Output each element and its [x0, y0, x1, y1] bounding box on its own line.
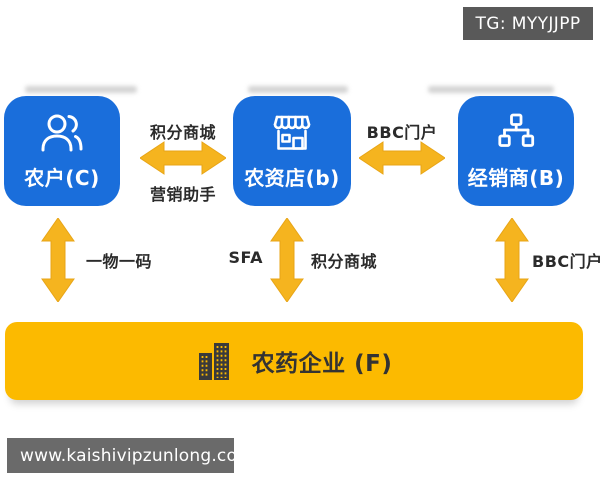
- shadow-smudge: [428, 86, 554, 93]
- arrow-store-enterprise: [269, 217, 305, 306]
- arrow-store-distributor: [358, 140, 446, 180]
- edge-label-points-mall-top: 积分商城: [149, 123, 216, 142]
- buildings-icon: [196, 340, 236, 382]
- website-watermark-badge: www.kaishivipzunlong.com: [7, 438, 254, 473]
- node-distributor: 经销商(B): [458, 96, 574, 206]
- node-store: 农资店(b): [233, 96, 351, 206]
- users-icon: [38, 111, 86, 155]
- node-distributor-label: 经销商(B): [467, 166, 565, 190]
- edge-label-bbc-portal-top: BBC门户: [366, 123, 438, 142]
- sitemap-icon: [493, 111, 539, 155]
- edge-label-sfa: SFA: [228, 248, 263, 267]
- node-farmer: 农户(C): [4, 96, 120, 206]
- shadow-smudge: [248, 86, 348, 93]
- node-enterprise-label: 农药企业 (F): [251, 351, 393, 377]
- edge-label-points-mall-right: 积分商城: [311, 252, 378, 271]
- website-watermark-text: www.kaishivipzunlong.com: [20, 445, 254, 466]
- arrow-farmer-store: [139, 140, 227, 180]
- edge-label-one-item-one-code: 一物一码: [86, 252, 153, 271]
- node-farmer-label: 农户(C): [24, 166, 100, 190]
- shadow-smudge: [25, 86, 137, 93]
- tg-watermark-badge: TG: MYYJJPP: [463, 7, 593, 40]
- edge-label-bbc-portal-right: BBC门户: [532, 252, 600, 271]
- tg-watermark-text: TG: MYYJJPP: [475, 13, 581, 34]
- node-store-label: 农资店(b): [244, 166, 340, 190]
- node-enterprise: 农药企业 (F): [5, 322, 583, 400]
- edge-label-marketing-helper: 营销助手: [149, 185, 216, 204]
- arrow-distributor-enterprise: [494, 217, 530, 306]
- storefront-icon: [269, 111, 315, 155]
- arrow-farmer-enterprise: [40, 217, 76, 306]
